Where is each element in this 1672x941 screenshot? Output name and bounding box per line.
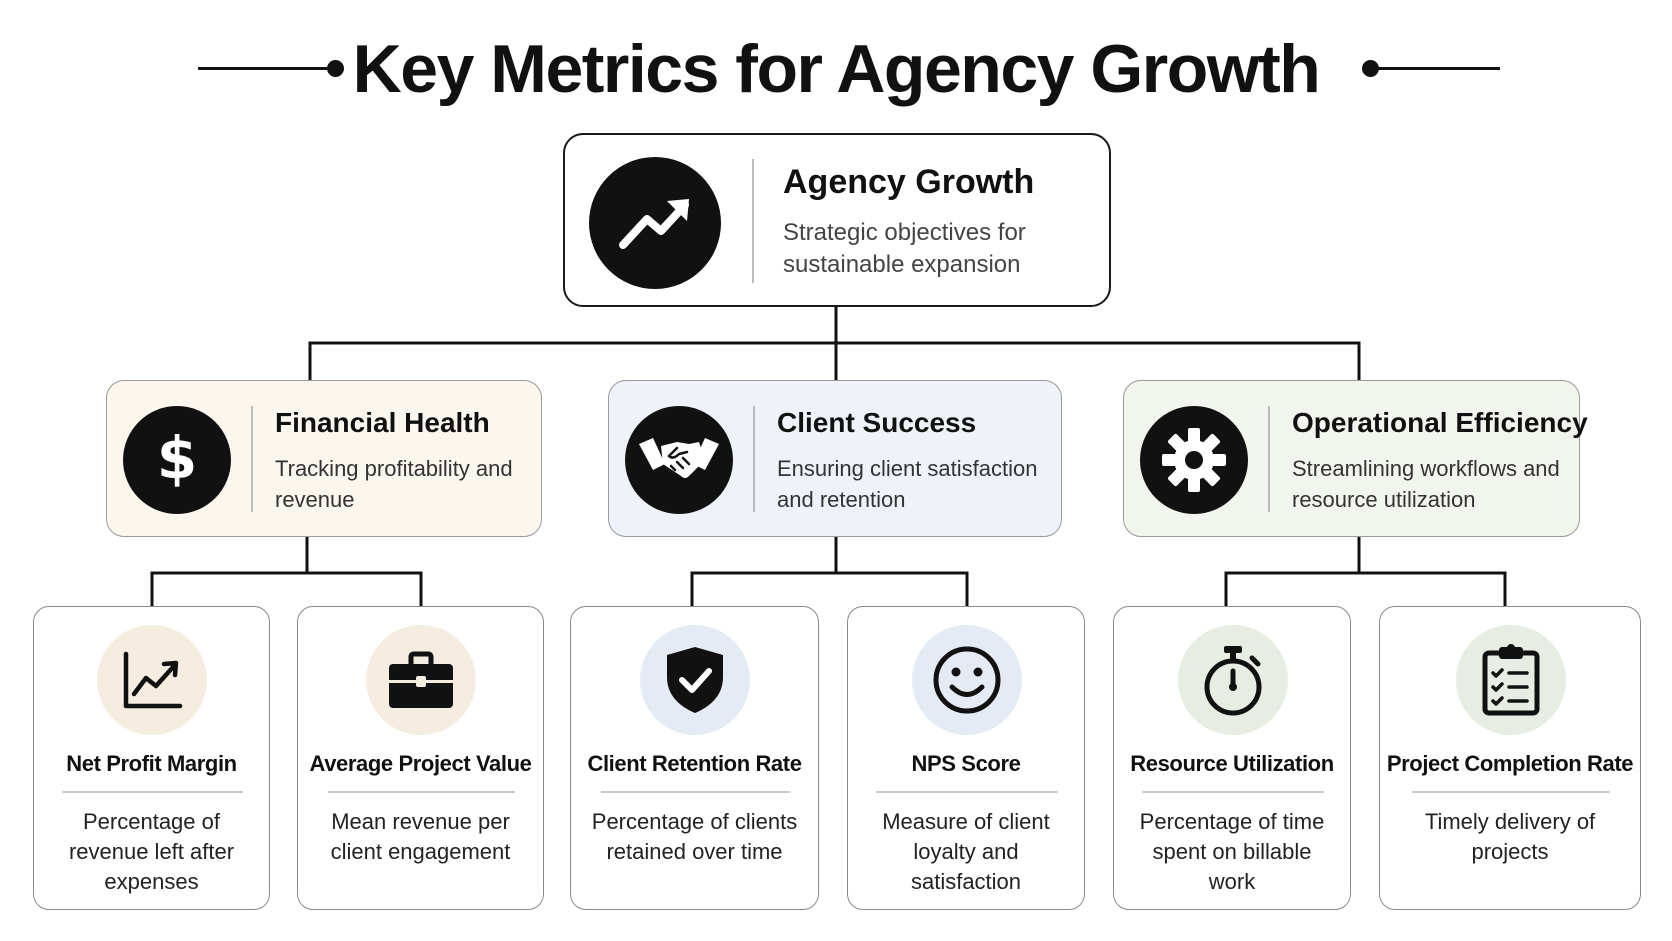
briefcase-icon <box>366 625 476 735</box>
root-subtitle: Strategic objectives for sustainable exp… <box>783 219 1026 278</box>
page-title: Key Metrics for Agency Growth <box>352 31 1321 107</box>
metric-divider <box>328 791 515 793</box>
metric-divider <box>876 791 1058 793</box>
metric-resource-utilization: Resource Utilization Percentage of time … <box>1113 606 1351 910</box>
metric-divider <box>1142 791 1324 793</box>
category-financial-health: $ Financial Health Tracking profitabilit… <box>106 380 542 537</box>
category-operational-efficiency: Operational Efficiency Streamlining work… <box>1123 380 1588 537</box>
metric-title: Project Completion Rate <box>1386 751 1634 776</box>
clipboard-checklist-icon <box>1456 625 1566 735</box>
connector-client-to-metrics <box>690 537 969 606</box>
metric-net-profit-margin: Net Profit Margin Percentage of revenue … <box>33 606 270 910</box>
metric-description: Measure of client loyalty and satisfacti… <box>882 809 1050 894</box>
title-row: Key Metrics for Agency Growth <box>0 22 1672 112</box>
metric-title: NPS Score <box>911 751 1021 776</box>
category-subtitle: Streamlining workflows and resource util… <box>1292 456 1560 512</box>
connector-root-to-categories <box>308 307 1361 380</box>
stopwatch-icon <box>1178 625 1288 735</box>
category-title: Financial Health <box>275 407 490 438</box>
line-chart-icon <box>97 625 207 735</box>
svg-text:$: $ <box>157 428 197 492</box>
metric-title: Client Retention Rate <box>587 751 802 776</box>
metric-title: Resource Utilization <box>1130 751 1334 776</box>
metric-title: Net Profit Margin <box>66 751 237 776</box>
title-decoration-dot-left <box>327 60 344 77</box>
trending-up-icon <box>589 157 721 289</box>
handshake-icon <box>625 406 733 514</box>
root-node-agency-growth: Agency Growth Strategic objectives for s… <box>563 133 1111 307</box>
metric-nps-score: NPS Score Measure of client loyalty and … <box>847 606 1085 910</box>
metric-title: Average Project Value <box>309 751 532 776</box>
metric-description: Percentage of clients retained over time <box>591 809 798 864</box>
gear-icon <box>1140 406 1248 514</box>
connector-financial-to-metrics <box>150 537 423 606</box>
title-decoration-line-right <box>1370 67 1500 70</box>
root-title: Agency Growth <box>783 163 1035 201</box>
category-divider <box>251 406 253 512</box>
connector-operations-to-metrics <box>1224 537 1507 606</box>
shield-check-icon <box>640 625 750 735</box>
metric-divider <box>601 791 790 793</box>
category-client-success: Client Success Ensuring client satisfact… <box>608 380 1062 537</box>
metric-project-completion-rate: Project Completion Rate Timely delivery … <box>1379 606 1641 910</box>
category-title: Client Success <box>777 407 977 438</box>
smiley-icon <box>912 625 1022 735</box>
metric-average-project-value: Average Project Value Mean revenue per c… <box>297 606 544 910</box>
metric-description: Timely delivery of projects <box>1424 809 1596 864</box>
category-divider <box>1268 406 1270 512</box>
category-title: Operational Efficiency <box>1292 407 1588 438</box>
title-decoration-line-left <box>198 67 338 70</box>
metric-divider <box>1412 791 1610 793</box>
metric-description: Percentage of revenue left after expense… <box>68 809 235 894</box>
metric-client-retention-rate: Client Retention Rate Percentage of clie… <box>570 606 819 910</box>
metric-divider <box>62 791 243 793</box>
root-divider <box>752 159 754 283</box>
category-subtitle: Ensuring client satisfaction and retenti… <box>777 456 1038 512</box>
category-divider <box>753 406 755 512</box>
metric-description: Mean revenue per client engagement <box>330 809 511 864</box>
metric-description: Percentage of time spent on billable wor… <box>1139 809 1325 894</box>
category-subtitle: Tracking profitability and revenue <box>275 456 513 512</box>
dollar-icon: $ <box>123 406 231 514</box>
